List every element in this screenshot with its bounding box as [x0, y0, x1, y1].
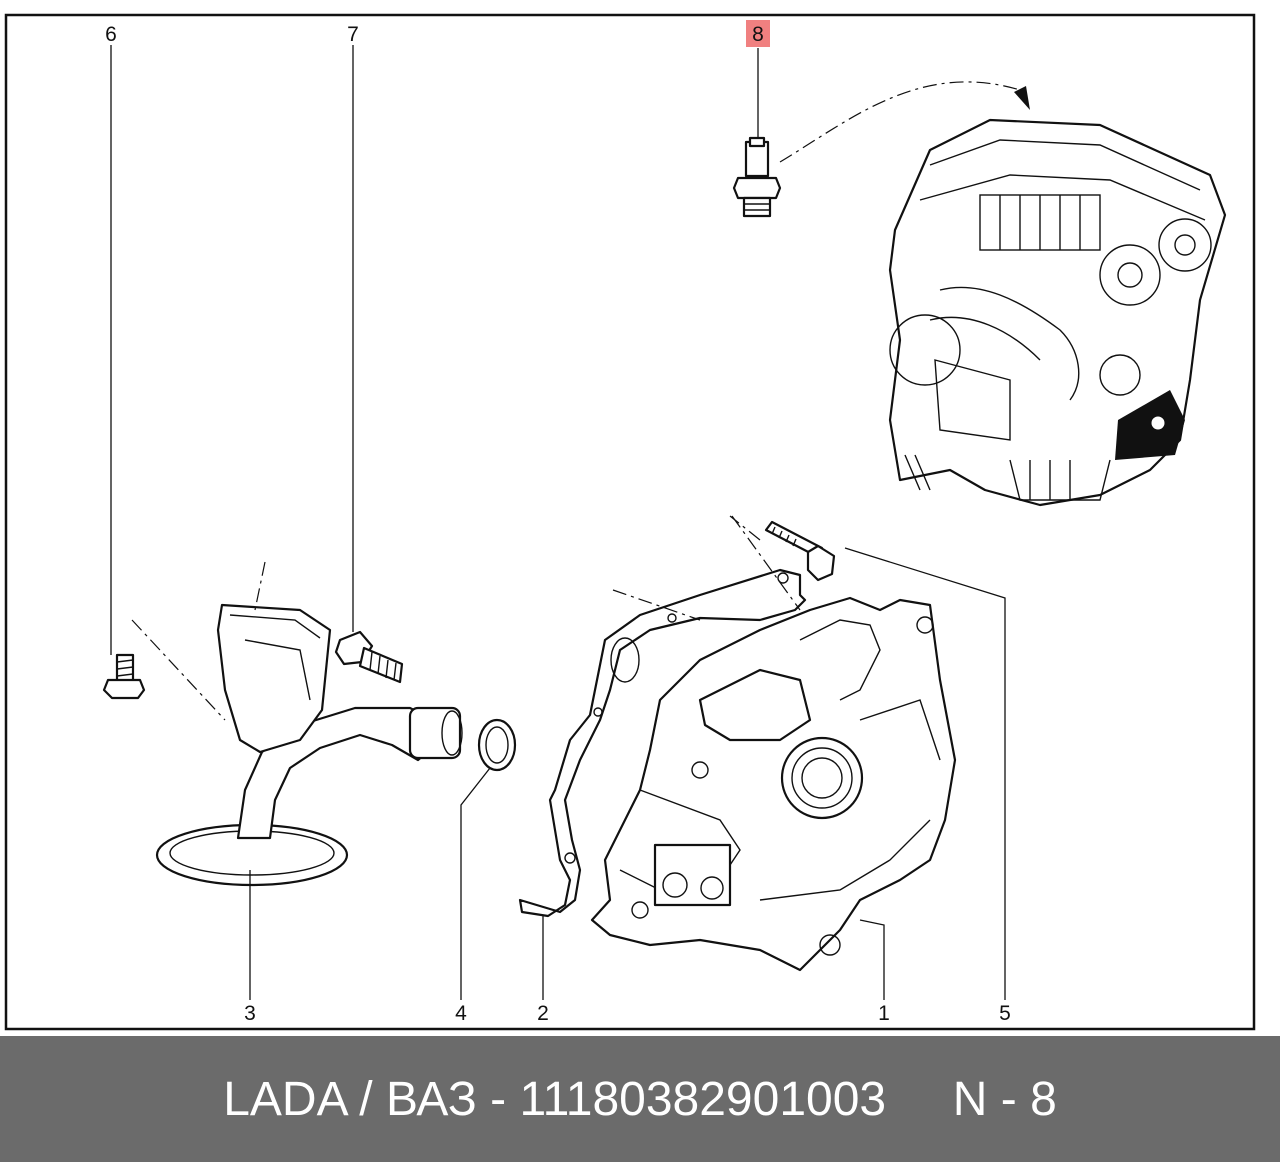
callout-1[interactable]: 1 [878, 1002, 890, 1025]
part-number-label: LADA / ВАЗ - 11180382901003 N - 8 [223, 1072, 1057, 1126]
arrow-head [1014, 86, 1030, 110]
callout-3[interactable]: 3 [244, 1002, 256, 1025]
callout-4[interactable]: 4 [455, 1002, 467, 1025]
parts-diagram: 8 6 7 3 4 2 1 5 [4, 13, 1256, 1031]
bolt-part-6[interactable] [102, 653, 146, 700]
o-ring-part-4[interactable] [477, 718, 517, 772]
engine-assembly-illustration [888, 118, 1227, 507]
oil-pump-part-1[interactable] [590, 596, 957, 972]
callout-8[interactable]: 8 [752, 23, 764, 46]
oil-pressure-sensor-part[interactable] [732, 136, 782, 218]
callout-8-highlight [746, 20, 770, 47]
callout-6[interactable]: 6 [105, 23, 117, 46]
callout-5[interactable]: 5 [999, 1002, 1011, 1025]
callout-7[interactable]: 7 [347, 23, 359, 46]
oil-pickup-part-3[interactable] [155, 603, 463, 887]
leader-lines [110, 45, 1006, 1000]
part-number-footer: LADA / ВАЗ - 11180382901003 N - 8 [0, 1036, 1280, 1162]
bolt-part-7[interactable] [334, 630, 404, 684]
sensor-location-arrow [779, 81, 1021, 163]
bolt-part-5[interactable] [764, 520, 836, 582]
callout-2[interactable]: 2 [537, 1002, 549, 1025]
gasket-part-2[interactable] [518, 568, 807, 918]
